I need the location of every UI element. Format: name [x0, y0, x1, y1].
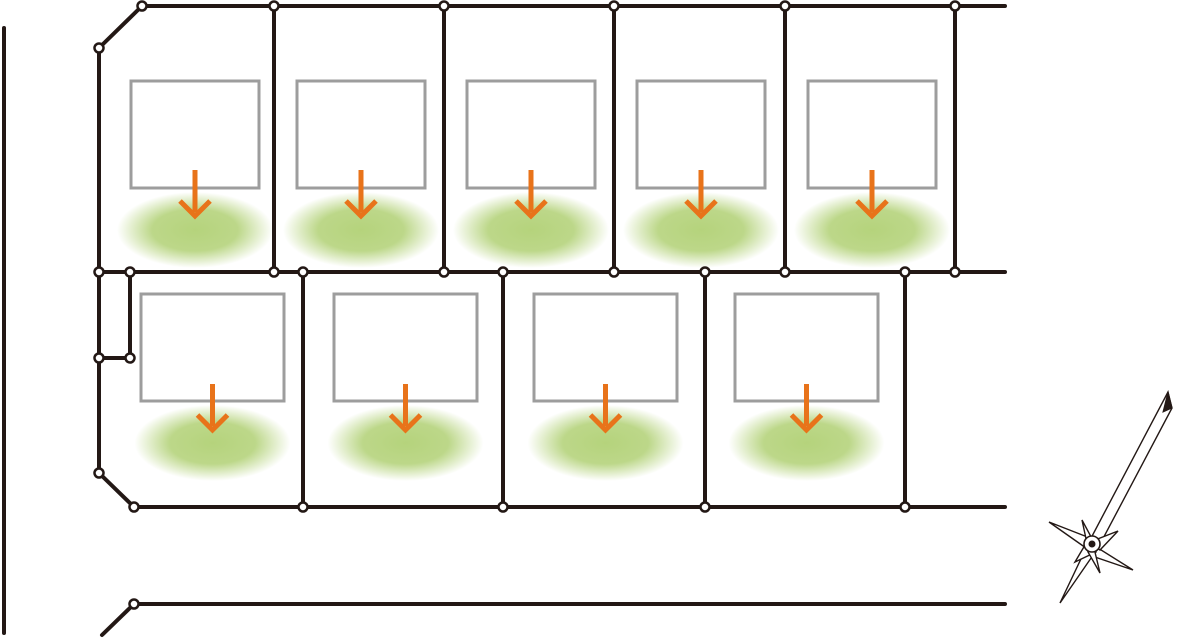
boundary-vertex [297, 501, 309, 513]
sun-arrow-icon [344, 170, 378, 220]
boundary-vertex [268, 0, 280, 12]
sun-arrow-head [684, 199, 718, 220]
sun-arrow-icon [514, 170, 548, 220]
boundary-vertex [608, 0, 620, 12]
garden-area [134, 405, 291, 481]
boundary-vertex [438, 0, 450, 12]
sun-arrow-icon [789, 384, 824, 434]
boundary-vertex [93, 352, 105, 364]
boundary-vertex [779, 0, 791, 12]
sun-arrow-head [178, 199, 212, 220]
boundary-vertex [124, 352, 136, 364]
compass-north-needle [1089, 390, 1173, 550]
boundary-vertex [699, 501, 711, 513]
boundary-vertex [93, 42, 105, 54]
sun-arrow-head [344, 199, 378, 220]
boundary-vertex [949, 0, 961, 12]
garden-area [327, 405, 484, 481]
compass-rose-icon [1048, 390, 1173, 604]
sun-arrow-head [195, 413, 230, 434]
garden-area [623, 192, 779, 268]
garden-area [728, 405, 885, 481]
boundary-vertex [93, 266, 105, 278]
boundary-vertex [899, 266, 911, 278]
sun-arrow-head [514, 199, 548, 220]
garden-area [117, 192, 273, 268]
boundary-vertex [128, 598, 140, 610]
bottom-street-line [100, 602, 1007, 637]
boundary-vertex [497, 266, 509, 278]
sun-arrow-head [588, 413, 623, 434]
boundary-vertex [128, 501, 140, 513]
access-notch-line [97, 270, 132, 360]
sunlight-arrows [178, 170, 889, 434]
sun-arrow-icon [388, 384, 423, 434]
sun-arrow-head [388, 413, 423, 434]
boundary-vertex [699, 266, 711, 278]
garden-area [283, 192, 439, 268]
lot-boundaries [97, 4, 1007, 509]
boundary-vertex [136, 0, 148, 12]
garden-area [527, 405, 684, 481]
boundary-vertex [949, 266, 961, 278]
garden-areas [117, 192, 950, 481]
boundary-vertex [497, 501, 509, 513]
garden-area [794, 192, 950, 268]
sun-arrow-icon [855, 170, 889, 220]
boundary-vertex [268, 266, 280, 278]
compass-center-dot [1088, 540, 1096, 548]
boundary-vertices [93, 0, 961, 610]
garden-area [453, 192, 609, 268]
boundary-vertex [93, 467, 105, 479]
boundary-vertex [608, 266, 620, 278]
boundary-vertex [297, 266, 309, 278]
sun-arrow-icon [588, 384, 623, 434]
sun-arrow-icon [178, 170, 212, 220]
sun-arrow-head [789, 413, 824, 434]
boundary-vertex [438, 266, 450, 278]
site-outer-boundary [97, 4, 1007, 509]
sun-arrow-icon [195, 384, 230, 434]
sun-arrow-head [855, 199, 889, 220]
sun-arrow-icon [684, 170, 718, 220]
boundary-vertex [124, 266, 136, 278]
boundary-vertex [779, 266, 791, 278]
compass-north-tip [1162, 391, 1173, 413]
boundary-vertex [899, 501, 911, 513]
